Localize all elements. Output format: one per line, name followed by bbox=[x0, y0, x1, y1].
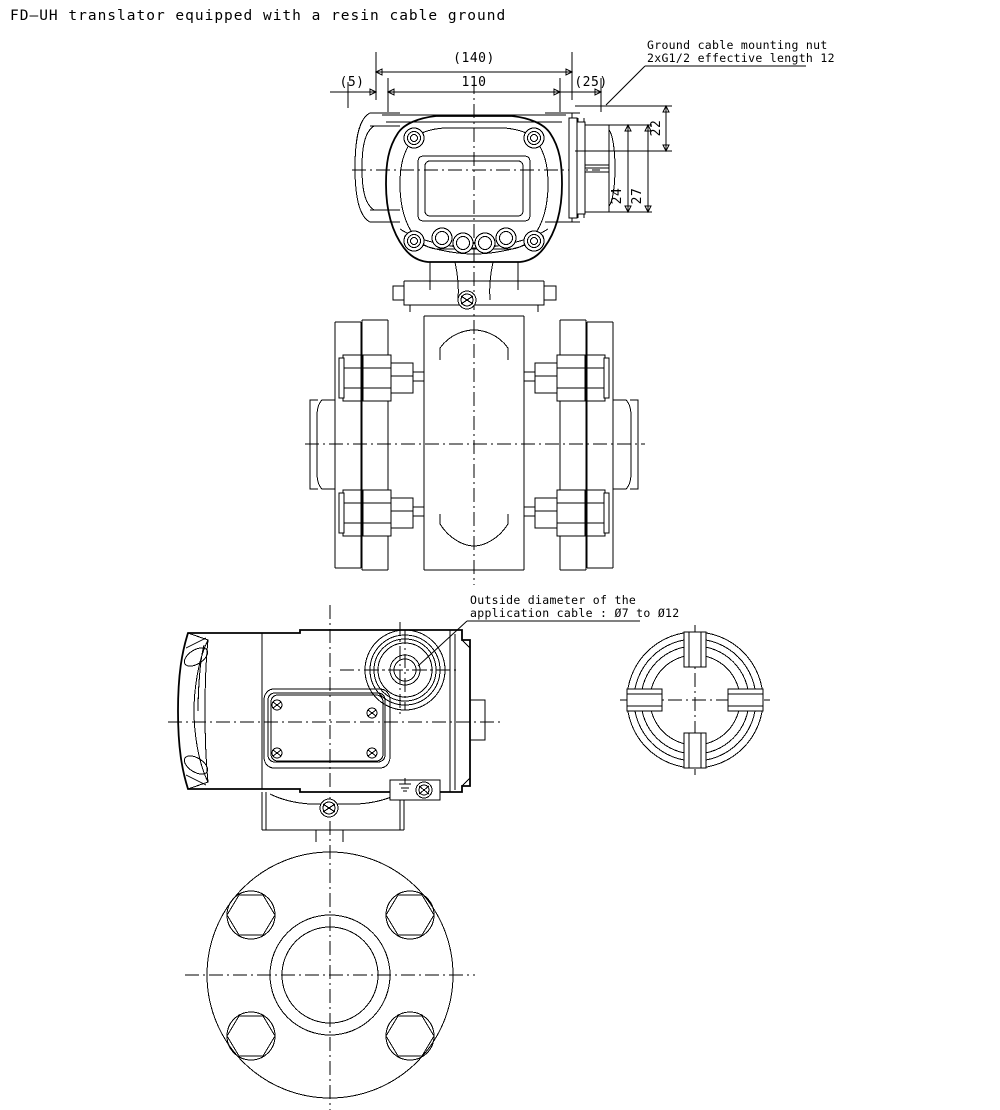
note-cable-outside-diameter: Outside diameter of the application cabl… bbox=[417, 593, 679, 667]
bottom-flange-view bbox=[185, 851, 475, 1099]
note-ground-line2: 2xG1/2 effective length 12 bbox=[647, 51, 835, 65]
dim-right-offset: (25) bbox=[574, 75, 607, 90]
housing-corner-bolts bbox=[403, 127, 545, 252]
nameplate bbox=[263, 688, 391, 769]
dim-overall-width: (140) bbox=[453, 51, 495, 66]
dim-nut-27: 27 bbox=[630, 188, 645, 205]
flange-bolt-assemblies bbox=[338, 354, 610, 537]
dim-nut-24: 24 bbox=[610, 188, 625, 205]
note-cable-line2: application cable : Ø7 to Ø12 bbox=[470, 606, 679, 620]
front-view: 22 27 24 bbox=[305, 80, 672, 585]
dimension-chain-top: (140) 110 (5) (25) bbox=[330, 51, 607, 112]
end-view-lugs bbox=[626, 631, 764, 769]
ground-cable-nut bbox=[568, 117, 616, 219]
dim-nut-22: 22 bbox=[649, 120, 664, 137]
side-view-neck bbox=[261, 792, 405, 842]
note-cable-line1: Outside diameter of the bbox=[470, 593, 636, 607]
dimension-group-right: 22 27 24 bbox=[575, 104, 672, 214]
end-view-round bbox=[620, 625, 770, 775]
housing-neck bbox=[392, 261, 557, 312]
side-view bbox=[168, 605, 500, 1110]
push-buttons bbox=[431, 227, 517, 254]
process-flange-body bbox=[305, 315, 645, 571]
cable-gland bbox=[364, 629, 446, 711]
transmitter-housing-front bbox=[382, 114, 566, 263]
ground-terminal bbox=[389, 778, 441, 801]
note-ground-line1: Ground cable mounting nut bbox=[647, 38, 828, 52]
note-ground-cable-nut: Ground cable mounting nut 2xG1/2 effecti… bbox=[605, 38, 835, 106]
left-conduit-boss bbox=[354, 112, 400, 223]
flange-hex-bolts bbox=[226, 890, 435, 1061]
page-title: FD—UH translator equipped with a resin c… bbox=[10, 8, 507, 24]
dim-left-offset: (5) bbox=[340, 75, 365, 90]
